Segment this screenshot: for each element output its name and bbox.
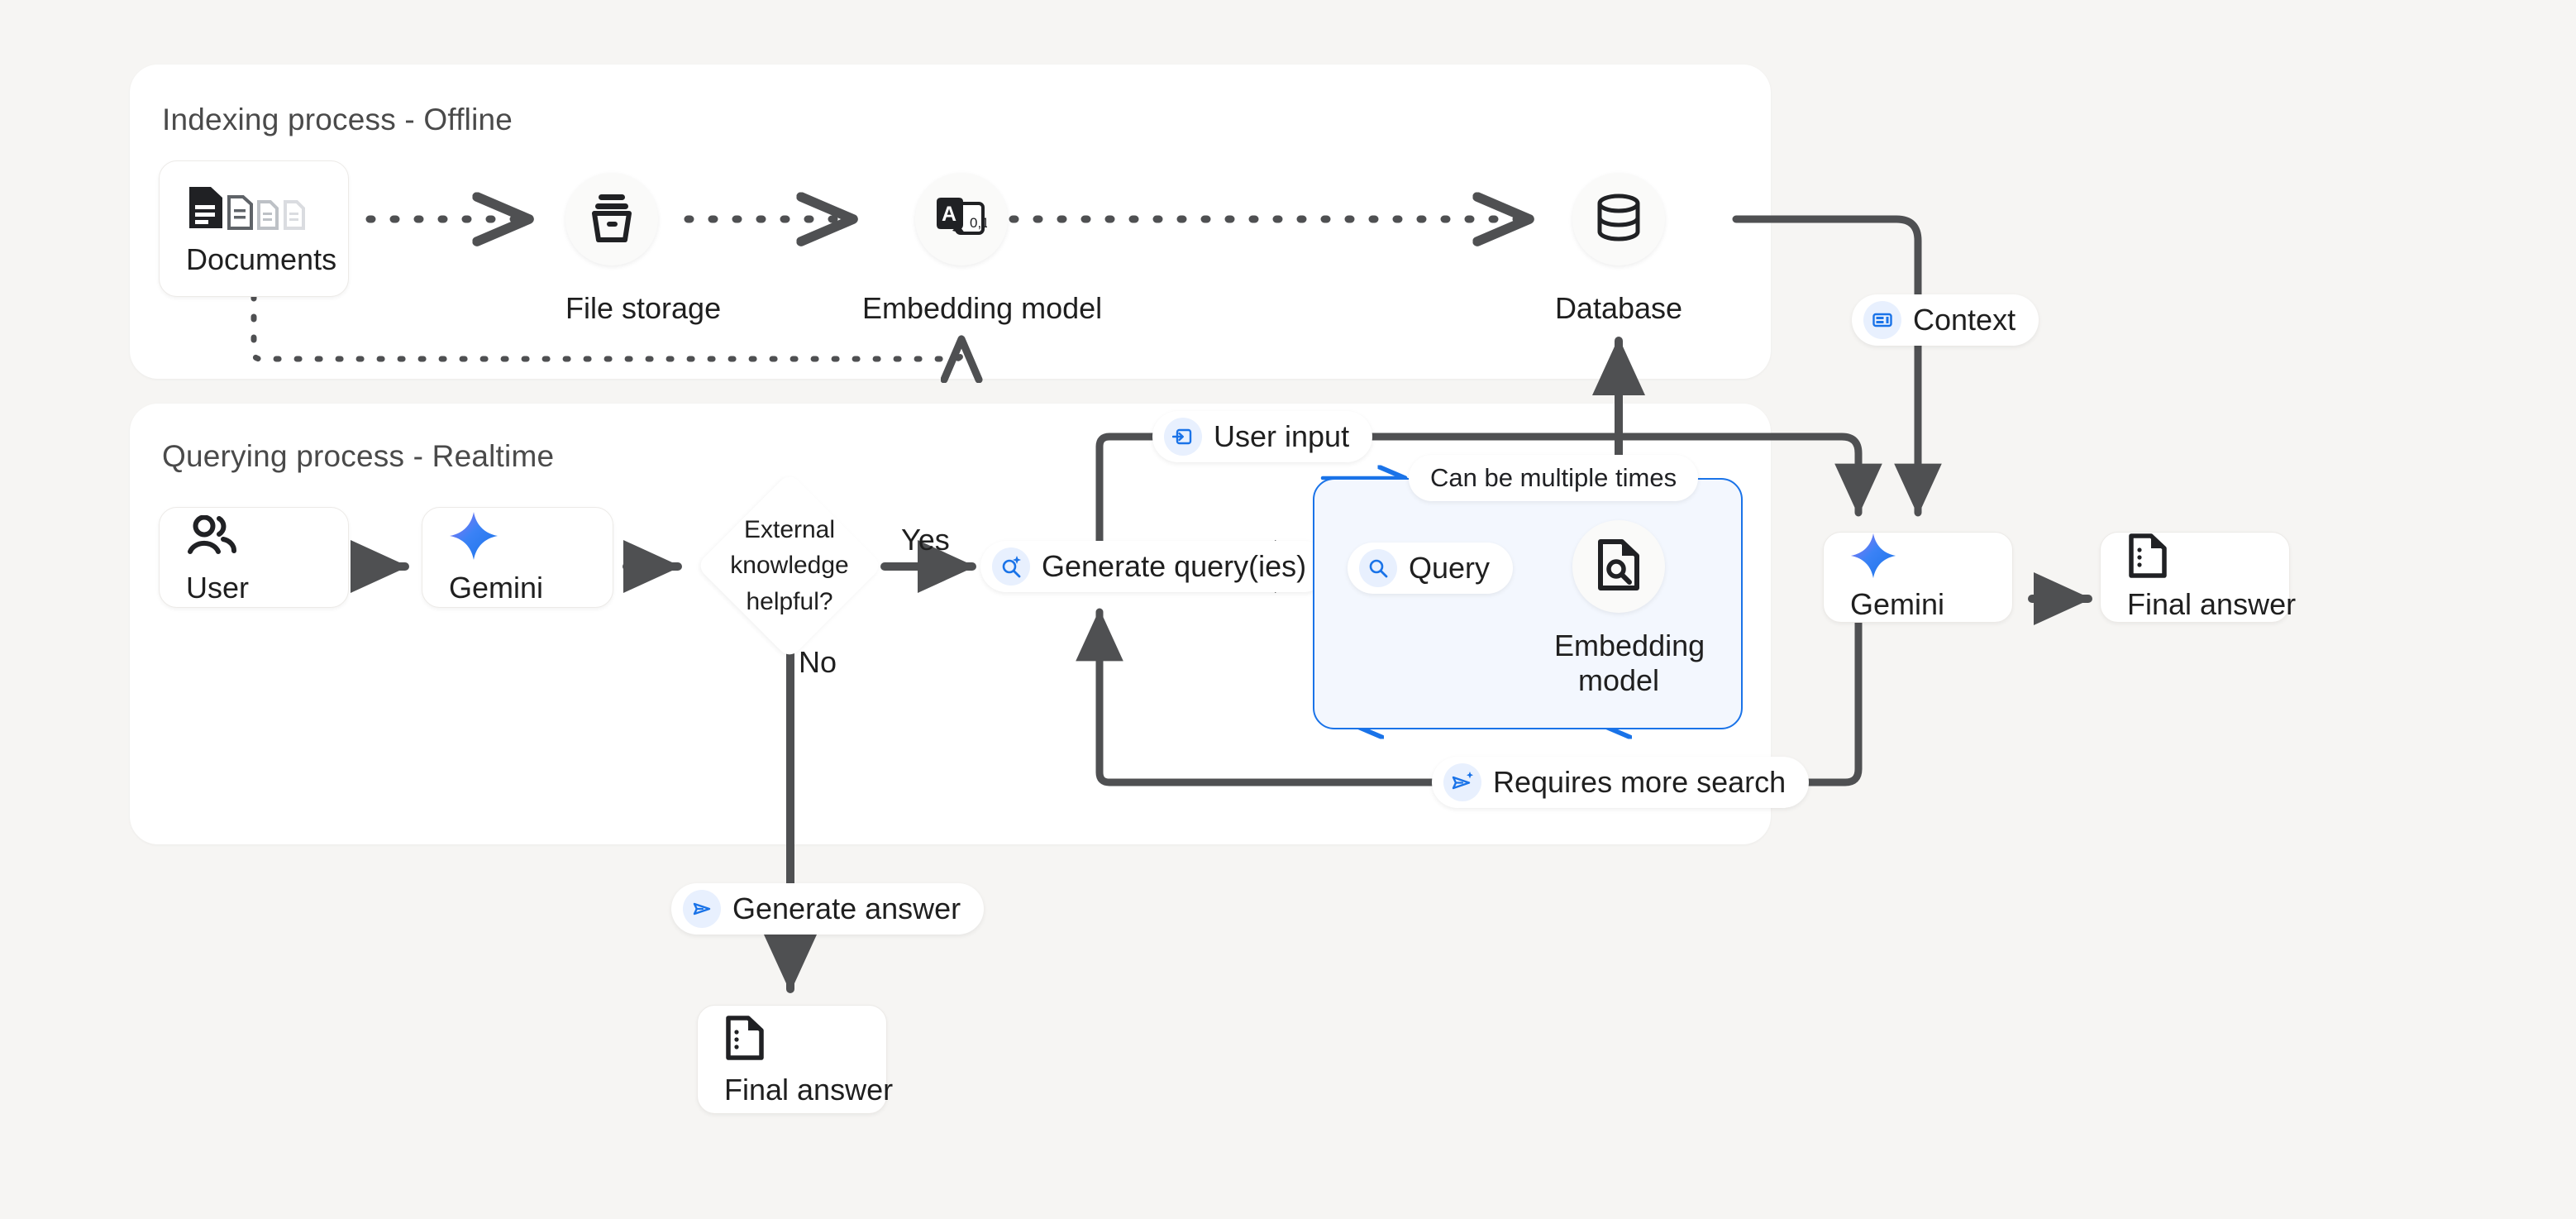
embedding-model-icon: 0,1 A [936,193,990,246]
search-icon [1359,549,1397,587]
chip-query[interactable]: Query [1348,543,1514,594]
send-sparkle-icon [1443,763,1481,801]
node-gemini-left[interactable]: Gemini [422,507,613,608]
documents-stack-icon [186,181,348,234]
loop-embedding-model-label: Embedding model [1554,629,1705,698]
panel-indexing-title: Indexing process - Offline [162,103,513,136]
database-icon [1594,194,1643,246]
node-loop-embedding-model[interactable] [1572,520,1665,613]
node-database[interactable] [1572,173,1665,265]
edge-label-no: No [799,645,837,679]
chip-user-input[interactable]: User input [1152,411,1373,462]
panel-querying-title: Querying process - Realtime [162,439,555,473]
node-file-storage[interactable] [565,173,658,265]
generate-answer-label: Generate answer [732,892,961,925]
query-label: Query [1409,551,1491,585]
final-answer-bottom-label: Final answer [724,1073,894,1107]
answer-doc-icon-bottom [724,1011,886,1064]
login-arrow-icon [1164,418,1202,456]
gemini-sparkle-icon [449,509,613,562]
embedding-model-label: Embedding model [862,291,1103,325]
node-decision[interactable]: External knowledge helpful? [695,471,884,660]
chip-loop-note: Can be multiple times [1409,455,1699,501]
node-gemini-right[interactable]: Gemini [1823,532,2013,623]
node-documents[interactable]: Documents [159,160,349,297]
context-label: Context [1913,303,2016,337]
svg-text:A: A [942,203,956,226]
chip-context[interactable]: Context [1852,294,2039,346]
database-label: Database [1554,291,1683,325]
gemini-left-label: Gemini [449,571,544,605]
documents-label: Documents [186,241,337,276]
search-sparkle-icon [992,547,1030,586]
user-input-label: User input [1214,419,1350,453]
generate-queries-label: Generate query(ies) [1042,549,1307,583]
gemini-sparkle-icon-right [1850,533,2012,579]
user-group-icon [186,509,348,562]
edge-label-yes: Yes [901,523,950,557]
answer-doc-icon-right [2127,533,2289,579]
chip-requires-more-search[interactable]: Requires more search [1432,757,1810,808]
final-answer-right-label: Final answer [2127,587,2297,621]
node-final-answer-right[interactable]: Final answer [2100,532,2297,623]
decision-label: External knowledge helpful? [730,515,849,615]
node-user[interactable]: User [159,507,349,608]
document-search-icon [1596,538,1642,595]
send-icon [683,890,721,928]
file-storage-label: File storage [565,291,722,325]
loop-container [1313,478,1743,729]
node-final-answer-bottom[interactable]: Final answer [697,1005,894,1114]
gemini-right-label: Gemini [1850,587,1945,621]
file-storage-icon [588,193,636,246]
context-panel-icon [1863,301,1901,339]
requires-more-search-label: Requires more search [1493,765,1787,799]
user-label: User [186,571,250,605]
node-embedding-model[interactable]: 0,1 A [915,173,1008,265]
chip-generate-answer[interactable]: Generate answer [671,883,985,935]
svg-text:0,1: 0,1 [970,215,987,231]
chip-generate-queries[interactable]: Generate query(ies) [980,541,1330,592]
